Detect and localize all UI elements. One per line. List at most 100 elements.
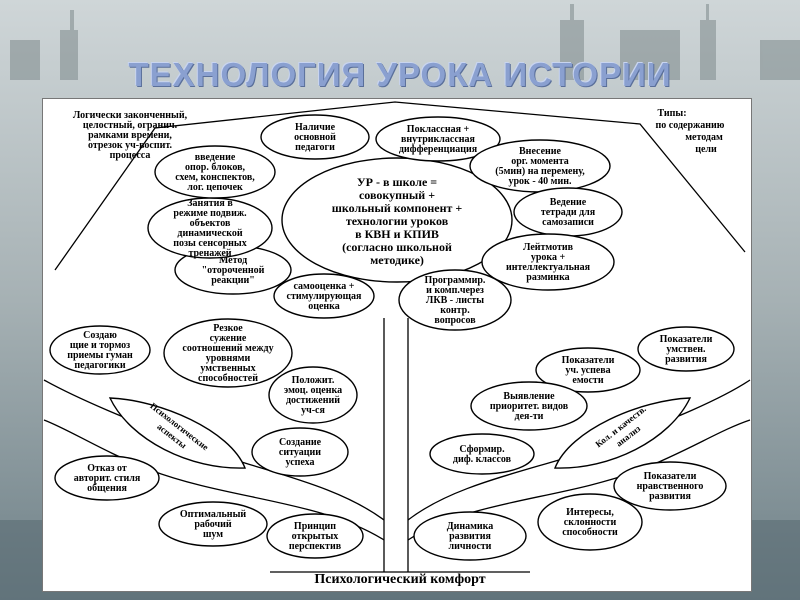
crown-node-5-line-2: урока + [531,252,566,263]
top-left-note-line-3: рамками времени, [88,130,172,141]
left_branch-node-3-line-2: эмоц. оценка [284,385,342,396]
left_branch-node-2-line-4: уровнями [206,353,251,364]
right_branch-node-5-line-1: Показатели [644,471,697,482]
crown-node-8-line-3: реакции" [211,275,255,286]
left_branch-node-3-line-1: Положит. [292,375,335,386]
crown-node-1-line-2: основной [294,132,336,143]
left_branch-node-3-ellipse [268,366,358,424]
center-line-2: совокупный + [359,188,435,202]
right_branch-node-2-line-3: емости [572,375,603,386]
top-left-note: Логически законченный, целостный, ограни… [73,110,188,161]
crown-node-3-line-4: урок - 40 мин. [509,176,572,187]
crown-node-2-ellipse [375,116,501,162]
left_branch-node-7-ellipse [266,513,364,559]
crown-node-6-line-5: вопросов [434,315,476,326]
left_branch-node-3-line-3: достижений [286,395,340,406]
crown-node-7-line-1: самооценка + [293,281,354,292]
crown-node-10-line-4: лог. цепочек [187,182,243,193]
right_branch-node-4-ellipse [429,433,535,475]
right_branch-node-6-line-1: Интересы, [566,507,614,518]
crown-node-5-line-3: интеллектуальная [506,262,591,273]
center-line-6: (согласно школьной [342,240,452,254]
right_branch-node-5-ellipse [613,461,727,511]
right_branch-node-4-line-2: диф. классов [453,454,512,465]
right_branch-node-3-line-2: приоритет. видов [490,401,569,412]
crown-node-2-line-1: Поклассная + [407,124,470,135]
crown-node-9-line-6: тренажей [188,248,231,259]
left_branch-node-7-line-2: открытых [292,531,339,542]
center-node: УР - в школе = совокупный + школьный ком… [281,157,513,283]
right_branch-node-7-line-2: развития [449,531,491,542]
left_branch-node-5-line-2: авторит. стиля [74,473,141,484]
top-right-note-line-2: по содержанию [656,120,725,131]
right_branch-node-1-line-3: развития [665,354,707,365]
left_branch-node-4-line-3: успеха [286,457,315,468]
base-label: Психологический комфорт [314,572,485,587]
left_branch-node-7-line-3: перспектив [289,541,342,552]
crown-node-6-ellipse [398,269,512,331]
top-right-note: Типы: по содержанию методам цели [656,108,725,155]
right-branch-nodes: Показателиумствен.развитияПоказателиуч. … [413,326,735,561]
crown-node-9-line-5: позы сенсорных [173,238,246,249]
crown-node-3-line-1: Внесение [519,146,562,157]
crown-node-3-line-2: орг. момента [511,156,569,167]
left_branch-node-4-line-1: Создание [279,437,322,448]
left_branch-node-7-line-1: Принцип [294,521,336,532]
right_branch-node-4: Сформир.диф. классов [429,433,535,475]
center-line-4: технологии уроков [346,214,449,228]
crown-node-6-line-4: контр. [440,305,470,316]
crown-node-7-line-3: оценка [308,301,340,312]
right_branch-node-2-line-1: Показатели [562,355,615,366]
right_branch-node-4-line-1: Сформир. [459,444,505,455]
crown-node-8-line-2: "отороченной [202,265,265,276]
left_branch-node-1-line-4: педагогики [74,360,125,371]
crown-node-10-line-1: введение [195,152,236,163]
right_branch-node-5-line-3: развития [649,491,691,502]
crown-node-4-line-3: самозаписи [542,217,594,228]
top-left-note-line-5: процесса [110,150,151,161]
crown-node-5-line-4: разминка [526,272,569,283]
right_branch-node-1-ellipse [637,326,735,372]
left_branch-node-2-line-5: умственных [200,363,255,374]
center-line-3: школьный компонент + [332,201,463,215]
right_branch-node-7-line-3: личности [449,541,492,552]
crown-node-9-line-3: объектов [190,218,231,229]
right_branch-node-7-line-1: Динамика [447,521,494,532]
crown-node-4-line-2: тетради для [541,207,596,218]
crown-node-7-line-2: стимулирующая [287,291,363,302]
left_branch-node-1-line-2: щие и тормоз [70,340,130,351]
center-line-1: УР - в школе = [357,175,437,189]
crown-node-9-line-2: режиме подвиж. [173,208,247,219]
crown-node-8-line-1: Метод [219,255,247,266]
left_branch-node-6-line-2: рабочий [194,519,232,530]
right_branch-node-2-ellipse [535,347,641,393]
right_branch-node-6-line-2: склонности [564,517,617,528]
crown-node-5-line-1: Лейтмотив [523,242,574,253]
left_branch-node-6-line-1: Оптимальный [180,509,247,520]
center-line-5: в КВН и КПИВ [355,227,439,241]
right-leaf-shape [553,397,692,469]
left_branch-node-2-line-1: Резкое [213,323,243,334]
right_branch-node-7-ellipse [413,511,527,561]
crown-node-4-line-1: Ведение [550,197,587,208]
right_branch-node-3-line-3: дея-ти [515,411,544,422]
crown-node-10-ellipse [154,145,276,199]
crown-node-10-line-2: опор. блоков, [185,162,245,173]
top-right-note-line-3: методам [685,132,723,143]
crown-node-3-line-3: (5мин) на перемену, [495,166,585,177]
